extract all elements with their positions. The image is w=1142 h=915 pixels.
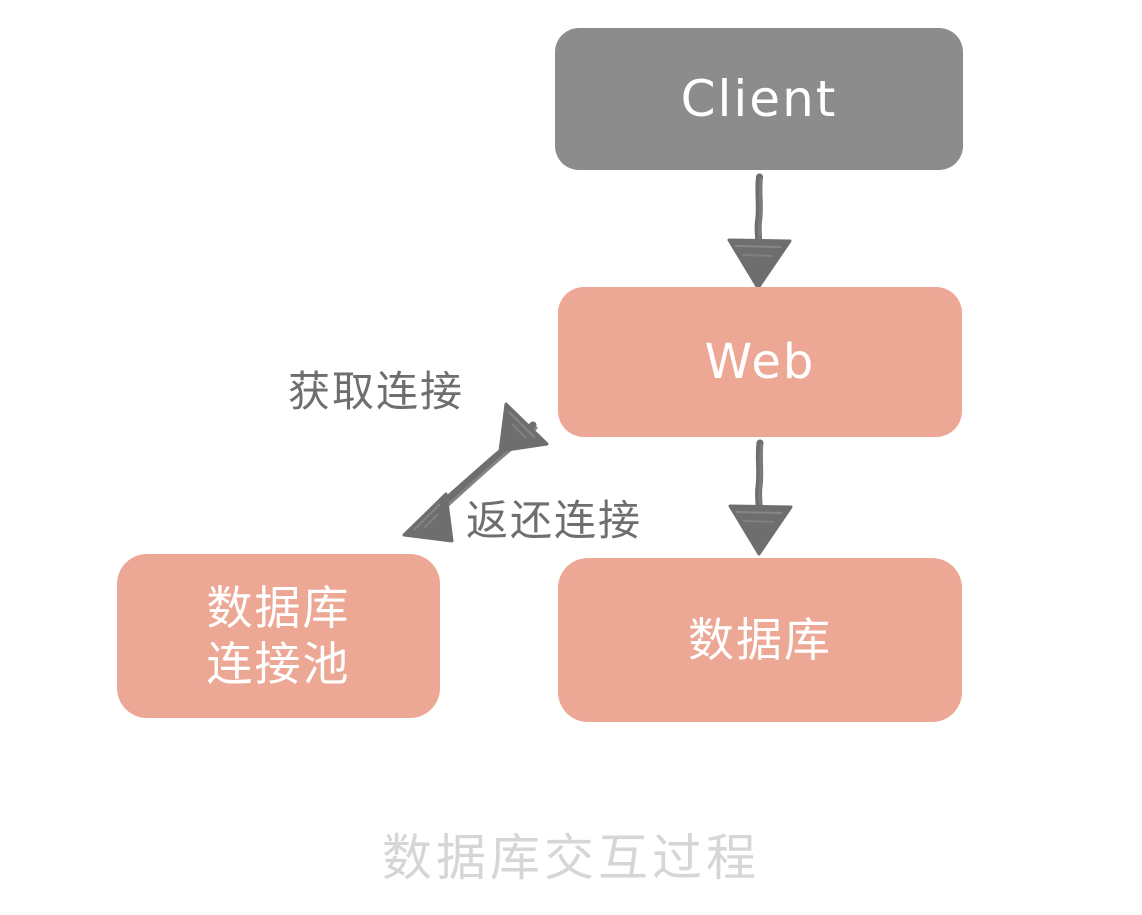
arrow-web-to-database	[728, 439, 793, 556]
node-database[interactable]: 数据库	[558, 558, 962, 722]
node-web[interactable]: Web	[558, 287, 962, 437]
edge-label-release-connection: 返还连接	[466, 496, 643, 545]
edge-label-acquire-connection: 获取连接	[288, 367, 465, 416]
node-web-label: Web	[704, 333, 816, 390]
diagram-caption: 数据库交互过程	[382, 829, 760, 887]
arrow-client-to-web	[727, 173, 792, 290]
node-database-connection-pool[interactable]: 数据库 连接池	[117, 554, 440, 718]
node-database-label: 数据库	[688, 612, 832, 667]
node-database-connection-pool-label: 数据库 连接池	[206, 580, 351, 691]
node-client[interactable]: Client	[555, 28, 963, 170]
node-client-label: Client	[680, 69, 838, 128]
